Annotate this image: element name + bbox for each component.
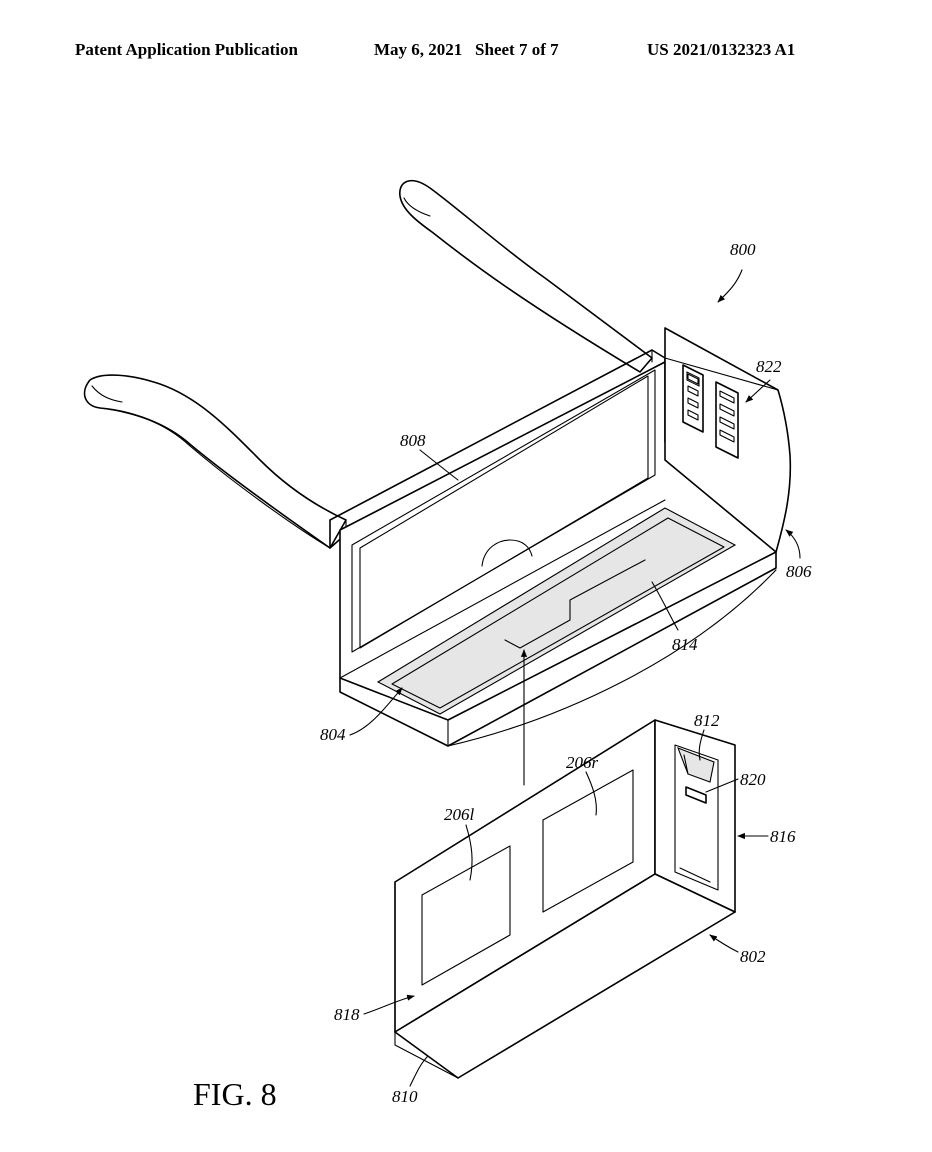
clip — [677, 747, 715, 783]
label-206r: 206r — [566, 753, 599, 772]
slot-plate — [376, 507, 737, 715]
header-date-sheet: May 6, 2021 Sheet 7 of 7 — [374, 40, 559, 59]
headset-assembly — [83, 179, 792, 747]
label-808: 808 — [400, 431, 426, 450]
connector — [685, 786, 707, 804]
header-publication-type: Patent Application Publication — [75, 40, 298, 59]
label-812: 812 — [694, 711, 720, 730]
label-820: 820 — [740, 770, 766, 789]
module-end-face — [394, 873, 736, 1079]
left-temple-arm — [83, 374, 347, 549]
right-temple-arm — [399, 179, 653, 373]
label-818: 818 — [334, 1005, 360, 1024]
label-810: 810 — [392, 1087, 418, 1106]
label-804: 804 — [320, 725, 346, 744]
display-module — [394, 719, 736, 1079]
figure-label: FIG. 8 — [193, 1076, 277, 1112]
label-822: 822 — [756, 357, 782, 376]
label-800: 800 — [730, 240, 756, 259]
label-816: 816 — [770, 827, 796, 846]
label-814: 814 — [672, 635, 698, 654]
vent-slots — [682, 364, 739, 459]
right-display — [542, 769, 634, 913]
left-display — [421, 845, 511, 986]
label-802: 802 — [740, 947, 766, 966]
label-206l: 206l — [444, 805, 475, 824]
reference-labels: 800 822 808 806 814 804 812 820 816 206r… — [320, 240, 812, 1106]
label-806: 806 — [786, 562, 812, 581]
header-publication-number: US 2021/0132323 A1 — [647, 40, 796, 59]
